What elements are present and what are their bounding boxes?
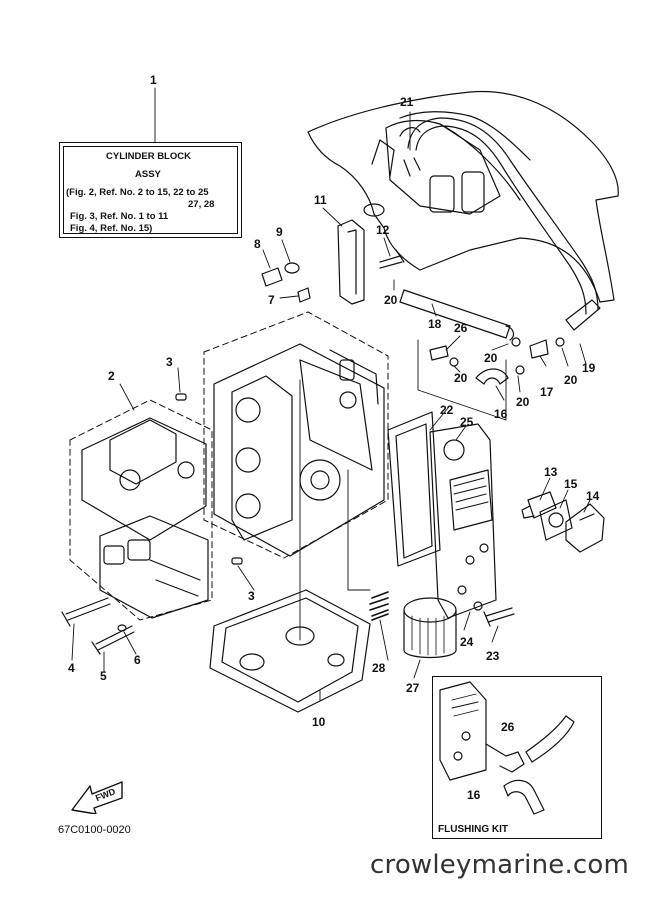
callout-3-a: 3 — [166, 355, 173, 369]
cylinder-block — [213, 343, 385, 557]
callout-28: 28 — [372, 661, 386, 675]
assembly-note-line-3: Fig. 3, Ref. No. 1 to 11 — [70, 211, 169, 222]
callout-17: 17 — [540, 385, 554, 399]
callout-4: 4 — [68, 661, 75, 675]
gasket-15 — [539, 499, 573, 541]
callout-19: 19 — [582, 361, 596, 375]
callout-12: 12 — [376, 223, 390, 237]
callout-6: 6 — [134, 653, 141, 667]
hose-19 — [565, 299, 601, 331]
bolt-12 — [379, 249, 405, 269]
callout-8: 8 — [254, 237, 261, 251]
assembly-note-line-4: Fig. 4, Ref. No. 15) — [70, 223, 153, 234]
callout-24: 24 — [460, 635, 474, 649]
callout-15: 15 — [564, 477, 578, 491]
callout-14: 14 — [586, 489, 600, 503]
hose-18 — [399, 289, 515, 341]
crankcase-2 — [81, 417, 209, 619]
callout-7: 7 — [268, 293, 275, 307]
callout-1: 1 — [150, 73, 157, 87]
oil-filter-27 — [403, 597, 457, 659]
callout-10: 10 — [312, 715, 326, 729]
washer-6 — [117, 624, 127, 632]
joint-17 — [529, 339, 549, 359]
assembly-subtitle: ASSY — [135, 169, 161, 180]
gasket-10 — [209, 589, 371, 713]
callout-21: 21 — [400, 95, 414, 109]
callout-20-b: 20 — [484, 351, 498, 365]
callout-20-e: 20 — [564, 373, 578, 387]
cover-14 — [565, 503, 605, 553]
assembly-note-box: CYLINDER BLOCK ASSY (Fig. 2, Ref. No. 2 … — [59, 142, 242, 238]
dowel-pin-3a — [175, 393, 187, 401]
assembly-title: CYLINDER BLOCK — [106, 151, 191, 162]
engine-upper-housing — [307, 90, 619, 303]
callout-20-d: 20 — [516, 395, 530, 409]
callout-27: 27 — [406, 681, 420, 695]
callout-18: 18 — [428, 317, 442, 331]
callout-3-b: 3 — [248, 589, 255, 603]
callout-16-inset: 16 — [467, 788, 481, 802]
washer-9 — [284, 262, 300, 274]
diagram-code: 67C0100-0020 — [58, 824, 131, 836]
watermark: crowleymarine.com — [370, 850, 630, 880]
spring-28 — [369, 591, 389, 621]
callout-26: 26 — [454, 321, 468, 335]
forward-arrow-icon: FWD — [71, 781, 123, 814]
callout-26-inset: 26 — [501, 720, 515, 734]
callout-9: 9 — [276, 225, 283, 239]
callout-23: 23 — [486, 649, 500, 663]
assembly-note-line-1: (Fig. 2, Ref. No. 2 to 15, 22 to 25 — [66, 187, 209, 198]
anode-11 — [337, 219, 365, 305]
flushing-kit-label: FLUSHING KIT — [438, 824, 508, 835]
flushing-kit-drawing — [439, 681, 575, 815]
callout-25: 25 — [460, 415, 474, 429]
thermostat-13 — [521, 491, 557, 519]
callout-13: 13 — [544, 465, 558, 479]
washer-24 — [473, 601, 483, 611]
screw-7 — [297, 287, 311, 303]
assembly-note-inner-border — [63, 146, 238, 234]
callout-20-c: 20 — [454, 371, 468, 385]
bolt-23 — [483, 607, 515, 627]
hose-16 — [475, 368, 509, 385]
callout-16: 16 — [494, 407, 508, 421]
callout-2: 2 — [108, 369, 115, 383]
dowel-pin-3b — [231, 557, 243, 565]
callout-5: 5 — [100, 669, 107, 683]
callout-22: 22 — [440, 403, 454, 417]
cover-25 — [429, 423, 497, 619]
plug-8 — [261, 267, 283, 287]
gasket-22 — [387, 411, 441, 567]
callout-11: 11 — [314, 193, 327, 207]
callout-20-a: 20 — [384, 293, 398, 307]
bolt-5 — [91, 625, 135, 655]
elbow-26 — [429, 345, 449, 361]
bolt-4 — [61, 597, 111, 627]
assembly-note-line-2: 27, 28 — [188, 199, 215, 210]
flushing-kit-inset: 26 16 FLUSHING KIT — [432, 676, 602, 839]
hose-21 — [407, 117, 599, 315]
